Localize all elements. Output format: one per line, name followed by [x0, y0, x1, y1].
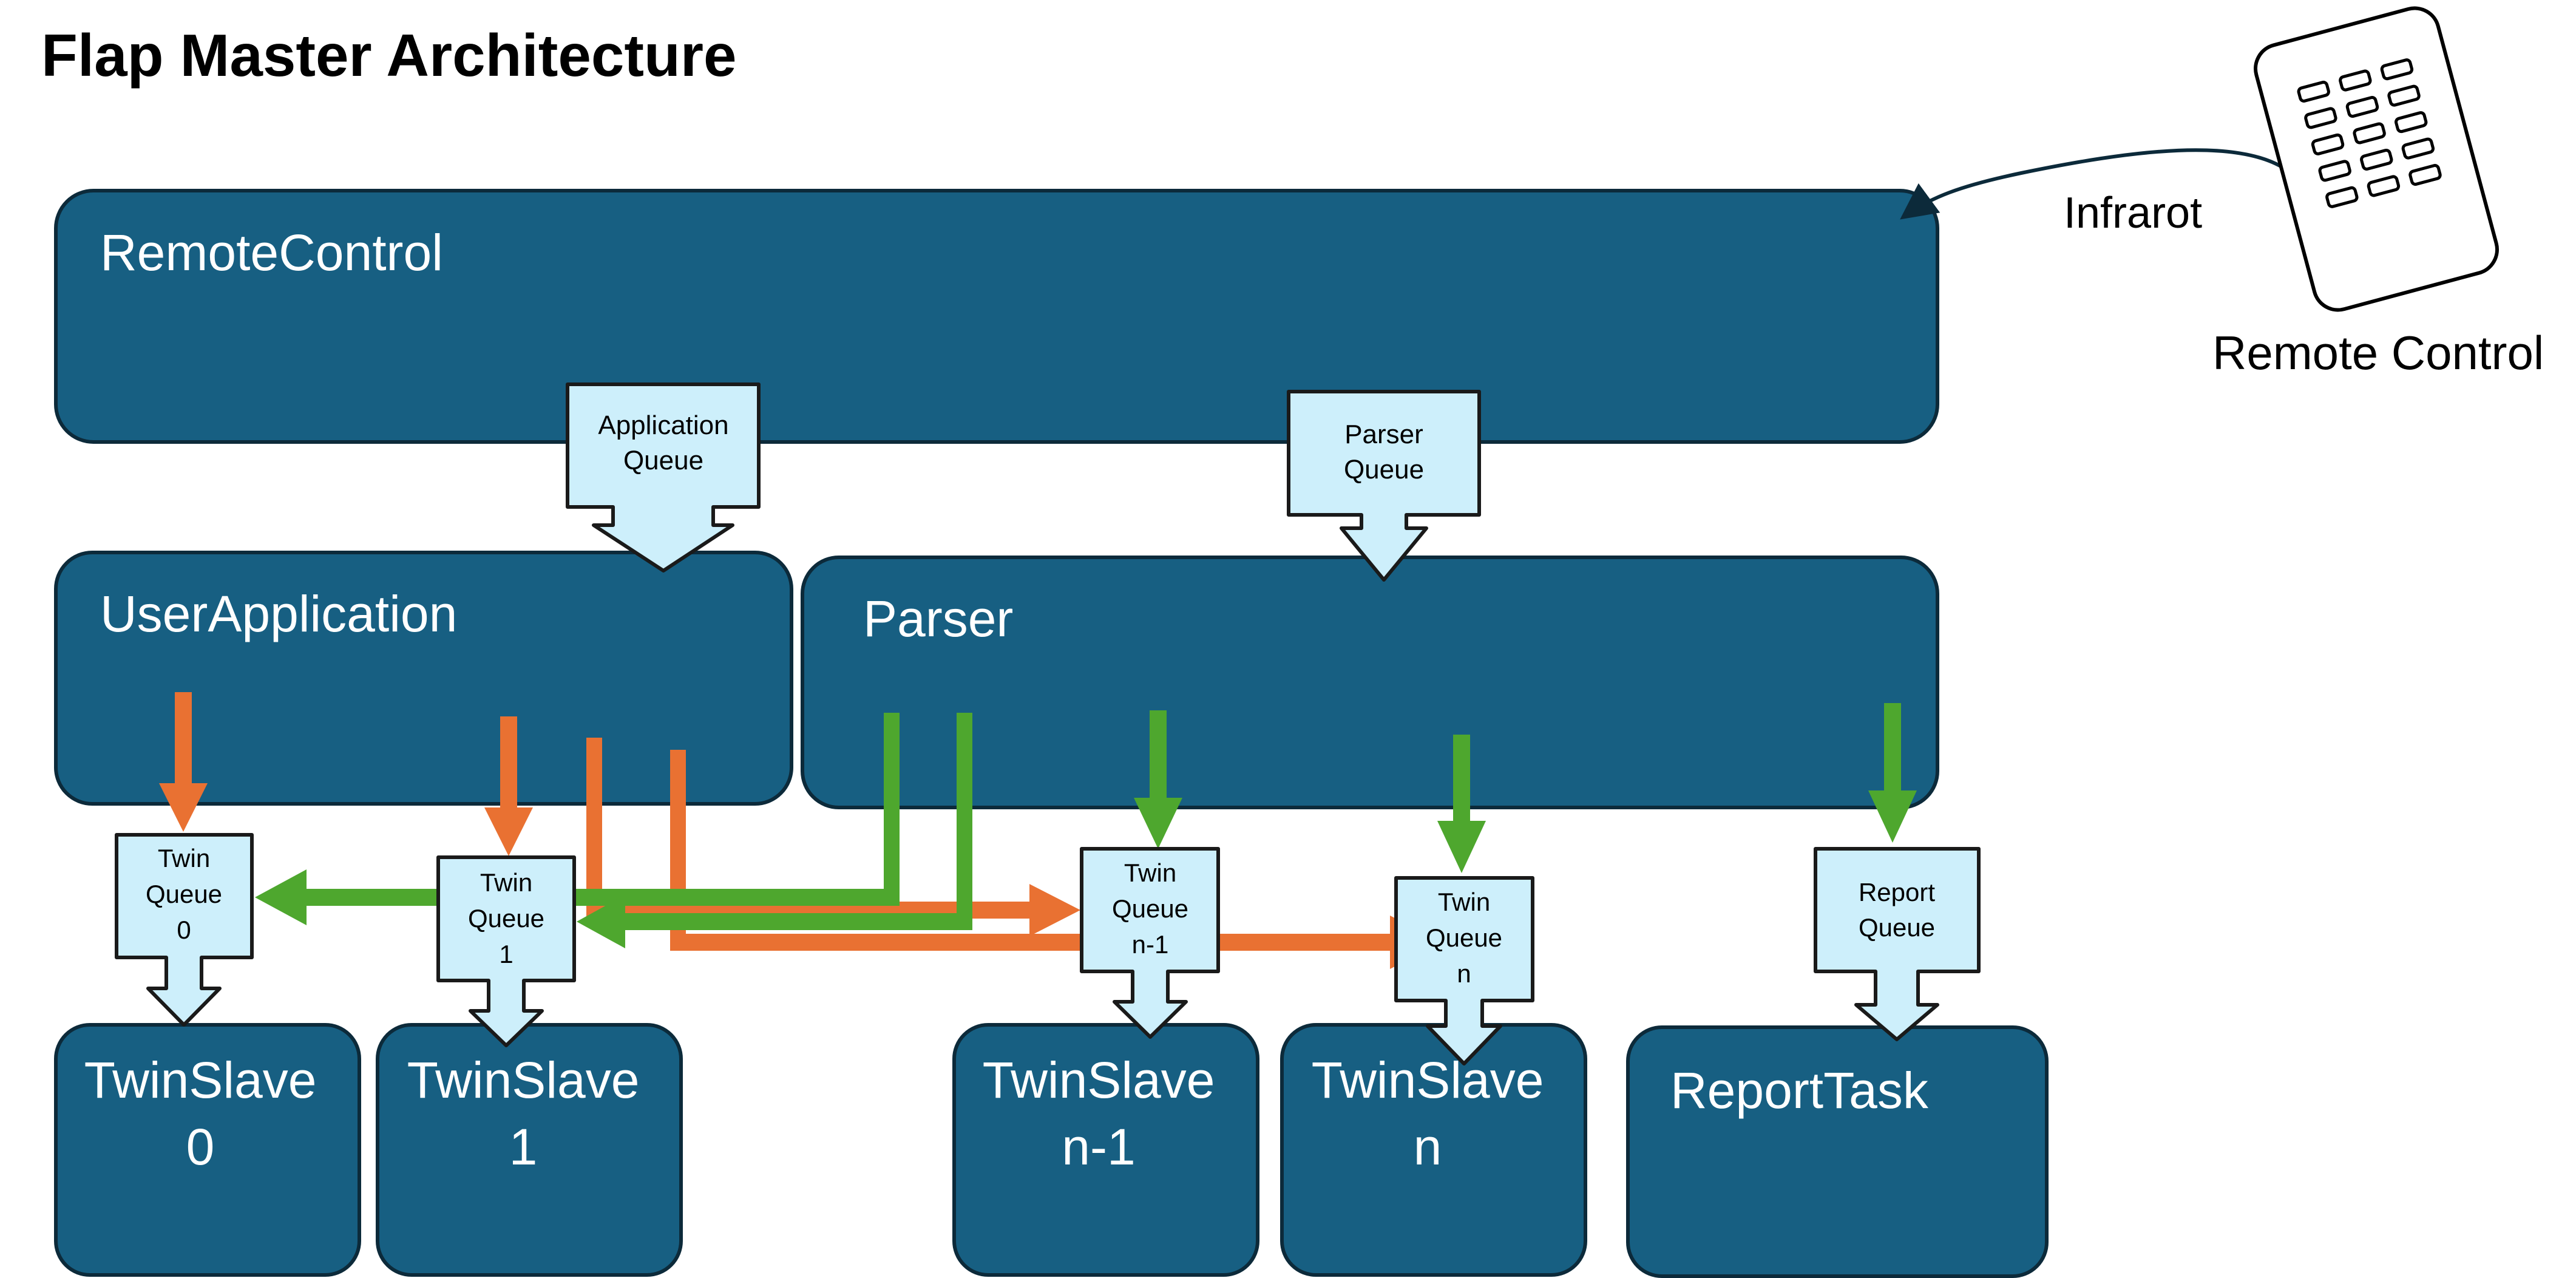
twin-slave-0-label-line1: TwinSlave: [84, 1052, 317, 1109]
twin-slave-1-label-line1: TwinSlave: [407, 1052, 640, 1109]
ua-flow-to-queue-n1-arrowhead: [1029, 884, 1080, 936]
twin-slave-n1-box-shape: [952, 1023, 1259, 1277]
twin-slave-n-label-line1: TwinSlave: [1312, 1052, 1544, 1109]
report-queue-label-line1: Report: [1859, 878, 1935, 906]
parser-flow-to-queue-n1-arrowhead: [1134, 798, 1182, 849]
twin-queue-0-label-line3: 0: [177, 916, 191, 944]
remote-control-icon: [2254, 6, 2499, 312]
report-queue: Report Queue: [1814, 847, 1981, 1041]
twin-queue-n-shape: [1394, 876, 1534, 1066]
twin-queue-n: Twin Queue n: [1394, 876, 1534, 1066]
twin-queue-0: Twin Queue 0: [115, 833, 254, 1027]
parser-flow-to-report-queue-arrowhead: [1868, 790, 1917, 843]
report-task-box: ReportTask: [1626, 1025, 2049, 1278]
parser-flow-to-queue-1-horizontal: [625, 913, 972, 930]
user-application-box-shape: [54, 551, 793, 806]
twin-slave-n-label-line2: n: [1414, 1118, 1442, 1175]
infrared-link: [1900, 148, 2294, 220]
parser-flow-to-queue-0-arrowhead: [255, 869, 307, 925]
twin-queue-n1-shape: [1080, 847, 1220, 1039]
parser-label: Parser: [863, 590, 1013, 647]
twin-queue-1-label-line3: 1: [499, 940, 513, 968]
parser-flow-to-queue-0-vertical: [884, 713, 900, 905]
twin-queue-n1-label-line3: n-1: [1132, 930, 1169, 959]
twin-queue-n-label-line1: Twin: [1438, 888, 1490, 916]
diagram-title: Flap Master Architecture: [41, 22, 736, 89]
parser-flow-to-report-queue-line: [1884, 703, 1901, 794]
remote-control-icon-buttons: [2297, 58, 2442, 208]
twin-queue-0-label-line2: Queue: [146, 880, 222, 908]
user-application-label: UserApplication: [100, 585, 457, 642]
parser-flow-to-queue-1-arrowhead: [577, 895, 625, 948]
ua-flow-to-queue-1-line: [500, 716, 517, 811]
twin-slave-n1-label-line2: n-1: [1062, 1118, 1135, 1175]
parser-queue-label-line2: Queue: [1344, 455, 1424, 484]
application-queue-shape: [566, 382, 761, 573]
remote-control-label: RemoteControl: [100, 224, 443, 281]
ua-flow-to-queue-0-arrowhead: [159, 783, 208, 832]
remote-device-label: Remote Control: [2212, 326, 2544, 379]
parser-queue: Parser Queue: [1287, 390, 1481, 582]
parser-queue-shape: [1287, 390, 1481, 582]
application-queue-label-line1: Application: [598, 410, 728, 440]
remote-control-box: RemoteControl: [54, 189, 1939, 444]
twin-slave-1-box: TwinSlave 1: [376, 1023, 683, 1277]
parser-flow-to-queue-n-arrowhead: [1437, 821, 1486, 873]
twin-slave-n1-box: TwinSlave n-1: [952, 1023, 1259, 1277]
report-queue-label-line2: Queue: [1859, 913, 1935, 942]
twin-queue-n1: Twin Queue n-1: [1080, 847, 1220, 1039]
report-task-box-shape: [1626, 1025, 2049, 1278]
twin-slave-0-box-shape: [54, 1023, 361, 1277]
remote-control-box-shape: [54, 189, 1939, 444]
ua-flow-to-queue-0-line: [175, 692, 192, 789]
infrared-label: Infrarot: [2064, 189, 2202, 237]
ua-flow-to-queue-n-horizontal: [670, 934, 1392, 951]
twin-queue-1: Twin Queue 1: [436, 855, 576, 1047]
twin-queue-n-label-line3: n: [1457, 959, 1471, 988]
twin-slave-1-label-line2: 1: [509, 1118, 538, 1175]
ua-flow-to-queue-1-arrowhead: [484, 807, 533, 856]
twin-queue-1-label-line2: Queue: [468, 904, 544, 933]
report-queue-shape: [1814, 847, 1981, 1041]
twin-slave-n1-label-line1: TwinSlave: [983, 1052, 1215, 1109]
application-queue-label-line2: Queue: [623, 446, 703, 475]
parser-flow-to-queue-1-vertical: [957, 713, 972, 929]
twin-slave-0-label-line2: 0: [186, 1118, 215, 1175]
parser-flow-to-queue-0-horizontal: [307, 889, 900, 906]
parser-flows: [255, 703, 1917, 948]
parser-box: Parser: [801, 556, 1939, 809]
twin-queue-0-label-line1: Twin: [158, 844, 210, 872]
report-task-label: ReportTask: [1670, 1062, 1929, 1119]
twin-queue-0-shape: [115, 833, 254, 1027]
twin-queue-1-label-line1: Twin: [480, 868, 532, 897]
parser-queue-label-line1: Parser: [1344, 420, 1423, 449]
application-queue: Application Queue: [566, 382, 761, 573]
user-application-box: UserApplication: [54, 551, 793, 806]
twin-queue-1-shape: [436, 855, 576, 1047]
parser-flow-to-queue-n-line: [1453, 735, 1470, 824]
parser-flow-to-queue-n1-line: [1150, 710, 1167, 801]
twin-queue-n1-label-line2: Queue: [1112, 894, 1188, 923]
twin-slave-n-box: TwinSlave n: [1280, 1023, 1587, 1277]
twin-queue-n-label-line2: Queue: [1426, 923, 1502, 952]
twin-slave-0-box: TwinSlave 0: [54, 1023, 361, 1277]
twin-queue-n1-label-line1: Twin: [1124, 858, 1176, 887]
